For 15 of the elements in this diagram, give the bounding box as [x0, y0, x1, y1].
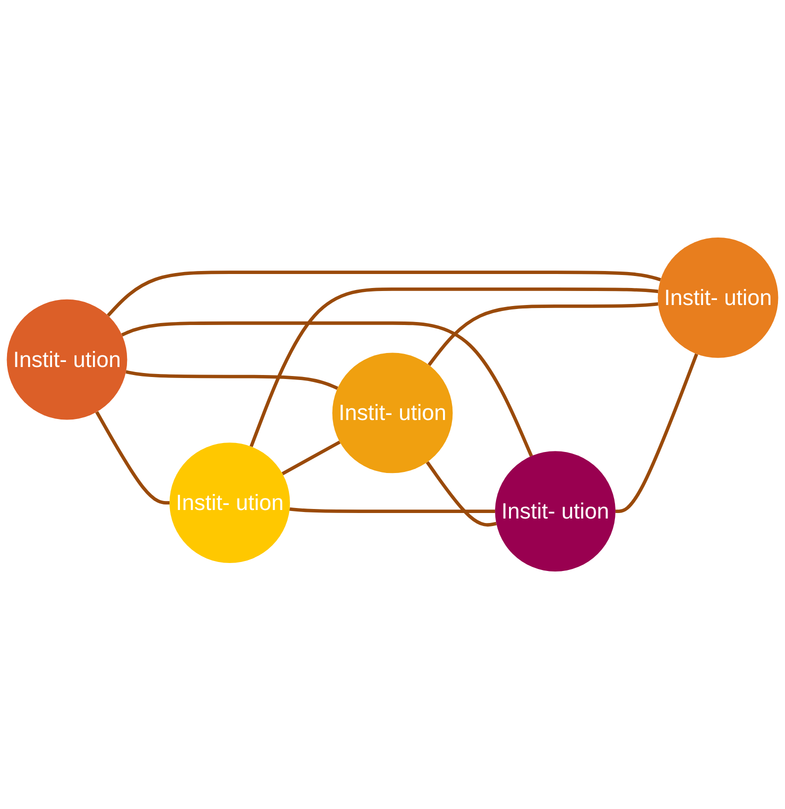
connector — [428, 302, 658, 366]
node-circle: Instit- ution — [170, 442, 290, 564]
connector — [121, 321, 533, 457]
connector — [426, 461, 497, 527]
connector — [615, 353, 698, 513]
node-circle: Instit- ution — [6, 299, 128, 420]
connector — [106, 270, 662, 317]
connector — [126, 370, 338, 390]
connector — [282, 440, 341, 476]
connector — [95, 411, 170, 505]
connector — [250, 288, 658, 448]
node-circle: Instit- ution — [332, 352, 453, 474]
node-circle: Instit- ution — [658, 238, 778, 358]
node-circle: Instit- ution — [495, 451, 616, 572]
connector — [289, 507, 496, 513]
